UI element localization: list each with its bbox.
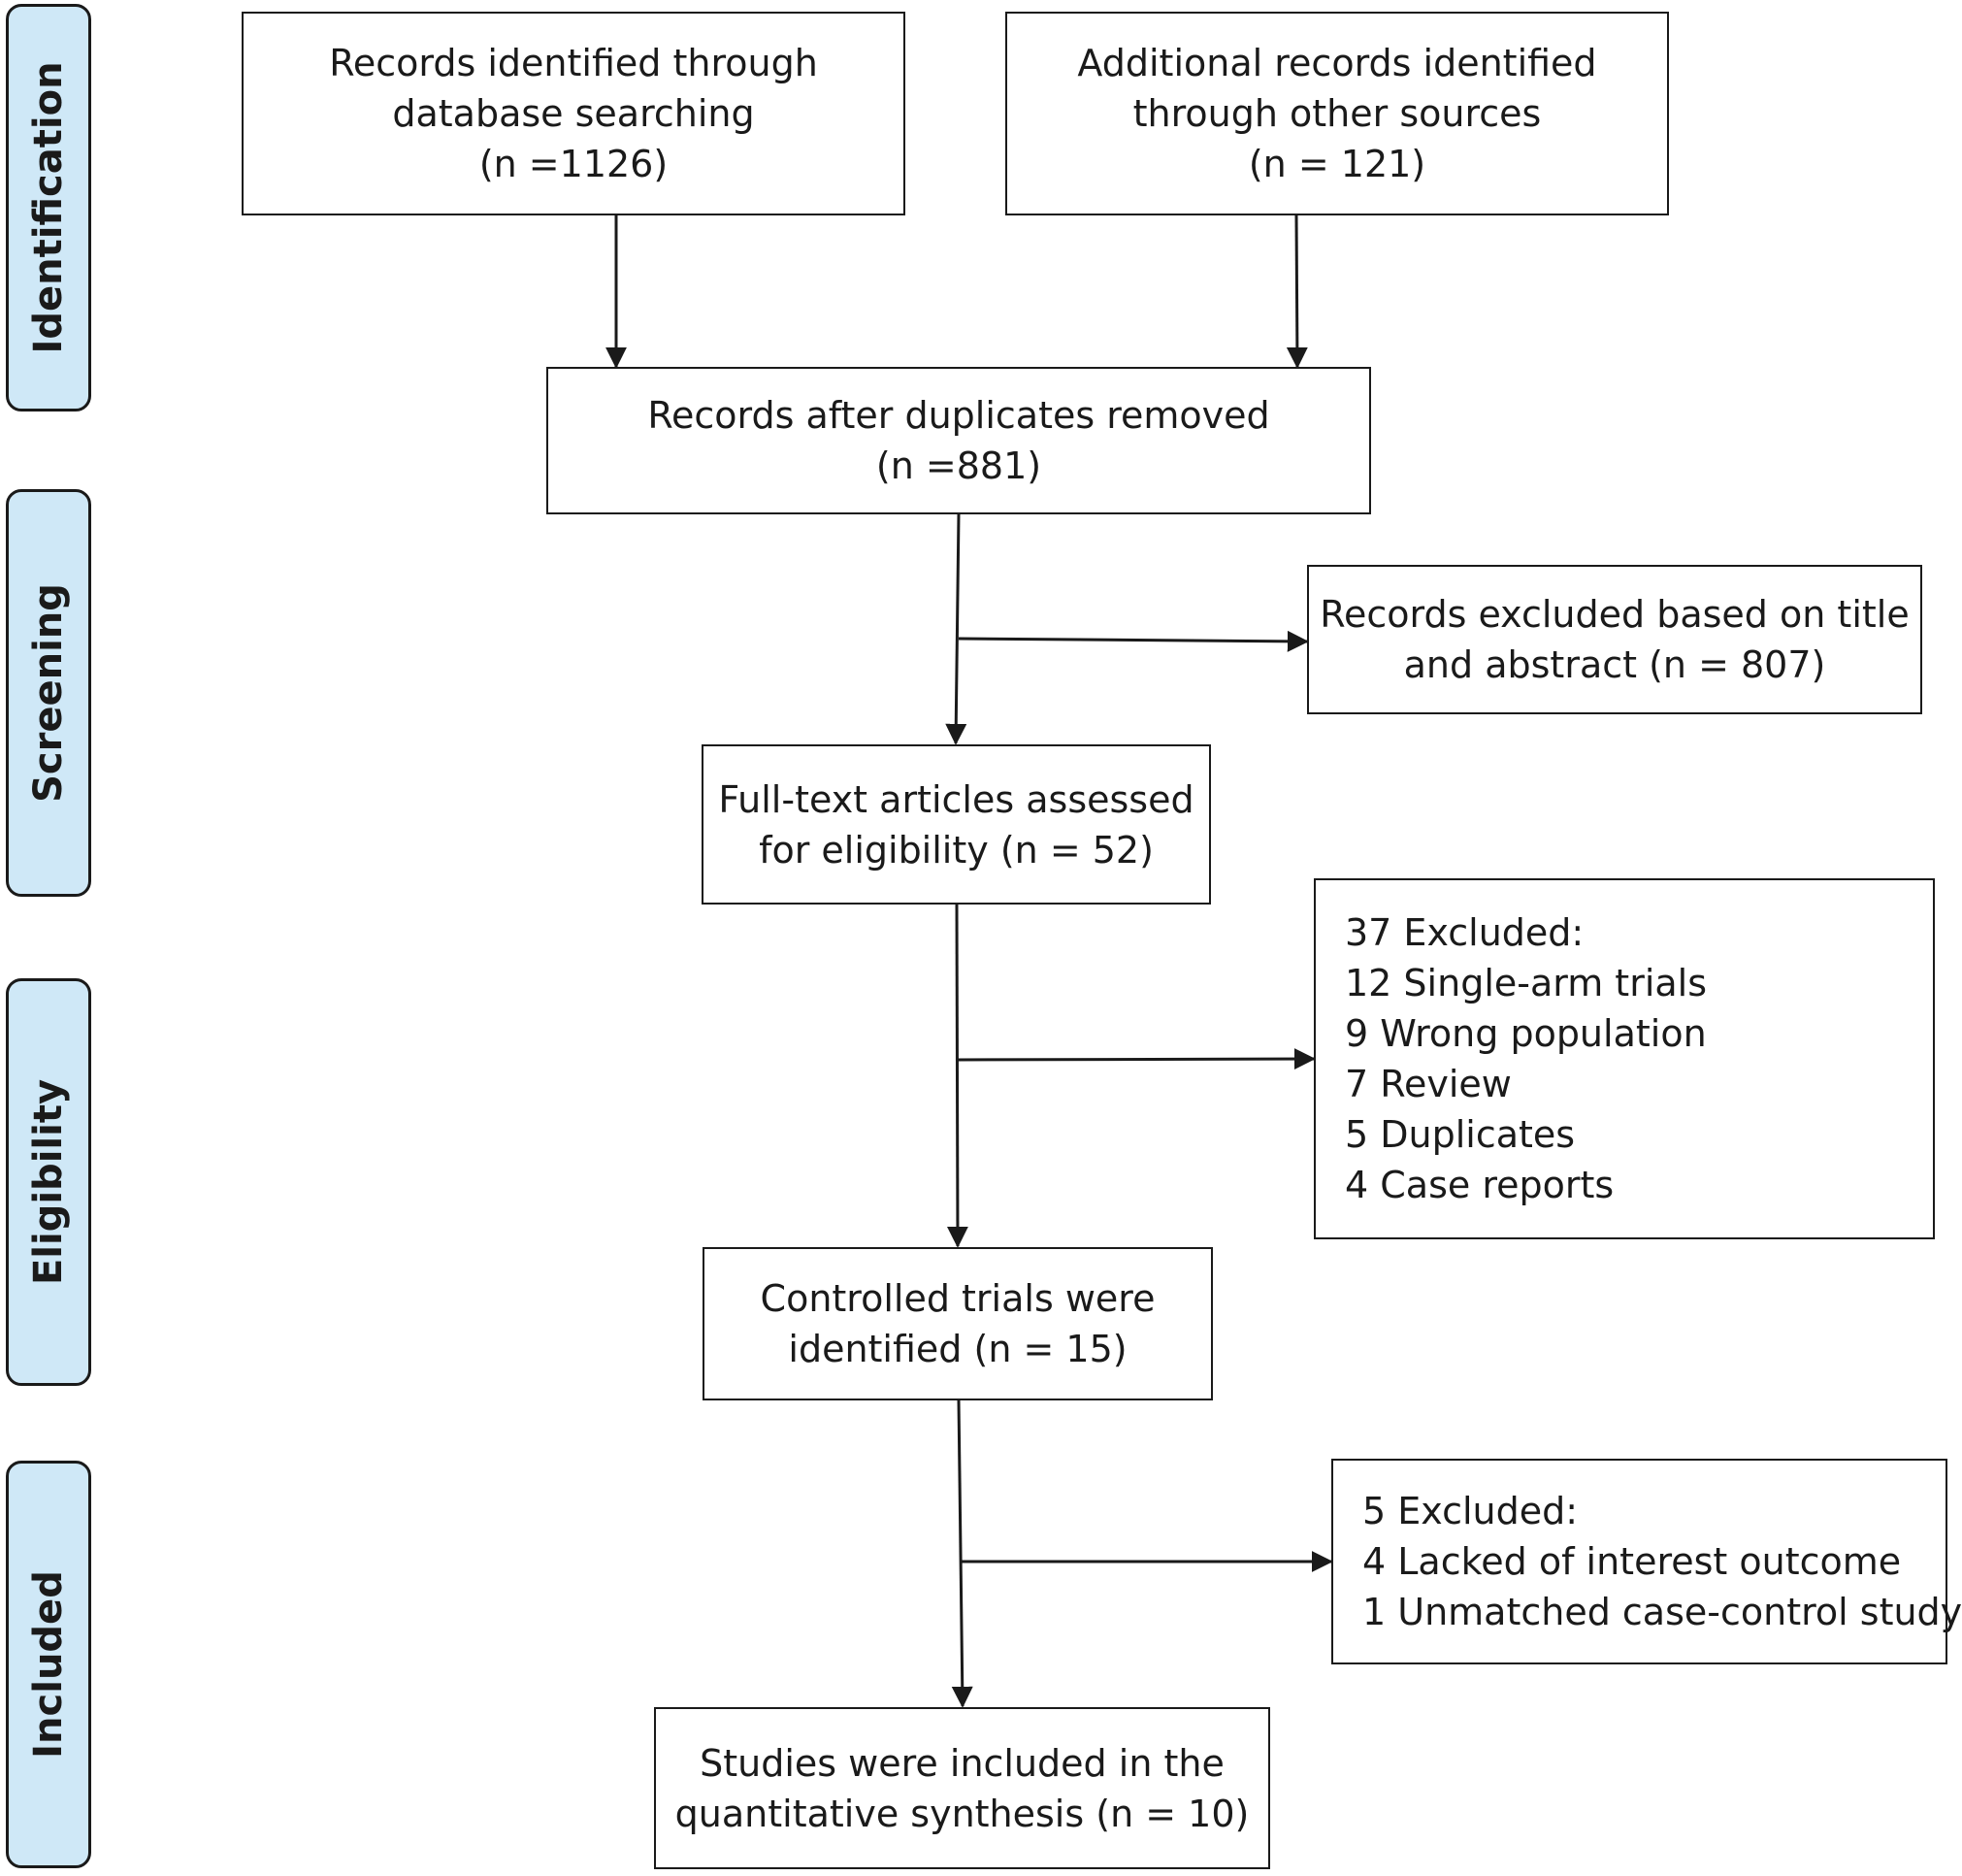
box-controlled-trials: Controlled trials were identified (n = 1… (703, 1247, 1213, 1400)
box-line: for eligibility (n = 52) (759, 828, 1154, 872)
arrow-other-to-deduplicated (1286, 214, 1308, 369)
box-line: 9 Wrong population (1345, 1012, 1707, 1055)
box-line: (n = 121) (1248, 143, 1426, 185)
box-line: 12 Single-arm trials (1345, 962, 1708, 1004)
box-line: Controlled trials were (760, 1277, 1156, 1320)
box-other-sources: Additional records identified through ot… (1005, 12, 1669, 215)
arrow-deduplicated-to-fulltext (945, 513, 967, 745)
box-after-duplicates: Records after duplicates removed (n =881… (546, 367, 1371, 514)
arrow-to-excluded-fulltext (956, 1048, 1316, 1070)
phase-included: Included (6, 1461, 91, 1868)
phase-identification: Identification (6, 4, 91, 411)
box-line: Records excluded based on title (1320, 593, 1910, 636)
box-line: 4 Case reports (1345, 1164, 1615, 1206)
box-full-text-assessed: Full-text articles assessed for eligibil… (702, 744, 1211, 905)
box-line: through other sources (1132, 92, 1542, 135)
arrow-fulltext-to-controlled (946, 904, 968, 1248)
box-line: database searching (392, 92, 755, 135)
box-line: (n =881) (875, 444, 1042, 487)
phase-eligibility: Eligibility (6, 978, 91, 1386)
box-line: and abstract (n = 807) (1403, 643, 1826, 686)
box-excluded-full-text: 37 Excluded: 12 Single-arm trials 9 Wron… (1314, 878, 1935, 1239)
arrow-controlled-to-included (951, 1399, 973, 1708)
box-line: 37 Excluded: (1345, 911, 1585, 954)
box-line: 4 Lacked of interest outcome (1362, 1540, 1902, 1583)
box-excluded-title-abstract: Records excluded based on title and abst… (1307, 565, 1922, 714)
box-line: 1 Unmatched case-control study (1362, 1591, 1962, 1633)
box-line: Records identified through (329, 42, 818, 84)
box-line: Records after duplicates removed (647, 394, 1270, 437)
phase-screening: Screening (6, 489, 91, 897)
box-line: Additional records identified (1077, 42, 1597, 84)
box-database-records: Records identified through database sear… (242, 12, 905, 215)
box-studies-included: Studies were included in the quantitativ… (654, 1707, 1270, 1869)
box-line: 7 Review (1345, 1063, 1512, 1105)
box-line: Studies were included in the (700, 1741, 1225, 1785)
box-line: Full-text articles assessed (718, 777, 1194, 821)
box-line: quantitative synthesis (n = 10) (674, 1792, 1250, 1835)
box-line: 5 Excluded: (1362, 1490, 1579, 1532)
box-excluded-outcome: 5 Excluded: 4 Lacked of interest outcome… (1331, 1459, 1962, 1664)
arrow-to-excluded-title (958, 630, 1309, 652)
box-line: 5 Duplicates (1345, 1113, 1576, 1156)
box-line: (n =1126) (478, 143, 669, 185)
box-line: identified (n = 15) (788, 1328, 1128, 1370)
